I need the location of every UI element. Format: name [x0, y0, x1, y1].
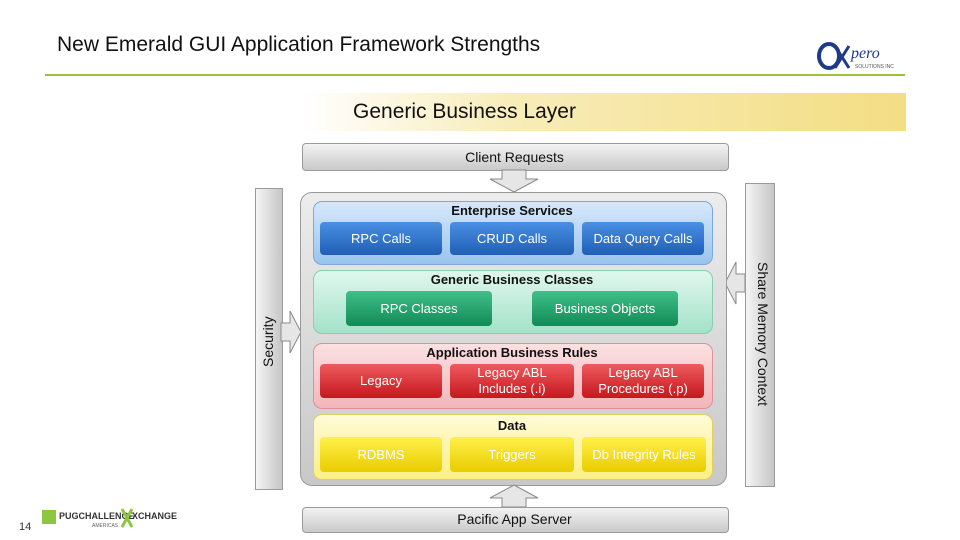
client-requests-bar [302, 143, 729, 171]
app-server-bar [302, 507, 729, 533]
security-label: Security [260, 316, 276, 367]
db-integrity-rules-box: Db Integrity Rules [582, 437, 706, 472]
share-memory-bar [745, 183, 775, 487]
crud-calls-box: CRUD Calls [450, 222, 574, 255]
svg-text:XCHANGE: XCHANGE [132, 511, 177, 521]
application-business-rules-title: Application Business Rules [426, 345, 598, 360]
rpc-classes-box: RPC Classes [346, 291, 492, 326]
legacy-abl-procedures-box: Legacy ABL Procedures (.p) [582, 364, 704, 398]
svg-text:SOLUTIONS INC: SOLUTIONS INC [855, 64, 894, 70]
data-query-calls-box: Data Query Calls [582, 222, 704, 255]
rpc-calls-box: RPC Calls [320, 222, 442, 255]
svg-text:PUGCHALLENGE: PUGCHALLENGE [59, 511, 135, 521]
page-number: 14 [19, 521, 32, 533]
slide-title: New Emerald GUI Application Framework St… [57, 33, 541, 56]
rdbms-box: RDBMS [320, 437, 442, 472]
pug-challenge-exchange-logo: PUGCHALLENGE XCHANGE AMERICAS [42, 508, 177, 529]
triggers-box: Triggers [450, 437, 574, 472]
svg-text:AMERICAS: AMERICAS [92, 523, 119, 529]
left-arrow-icon [724, 261, 746, 305]
generic-business-classes-title: Generic Business Classes [430, 272, 594, 287]
app-server-label: Pacific App Server [457, 511, 572, 527]
title-divider [45, 74, 905, 76]
client-requests-label: Client Requests [465, 149, 564, 165]
business-objects-box: Business Objects [532, 291, 678, 326]
right-arrow-icon [280, 310, 302, 354]
legacy-abl-includes-box: Legacy ABL Includes (.i) [450, 364, 574, 398]
svg-text:pero: pero [850, 45, 880, 62]
down-arrow-icon [489, 169, 539, 193]
legacy-box: Legacy [320, 364, 442, 398]
banner-title: Generic Business Layer [353, 100, 576, 123]
security-bar [255, 188, 283, 490]
enterprise-services-title: Enterprise Services [451, 203, 573, 218]
banner [300, 93, 906, 131]
share-memory-label: Share Memory Context [755, 262, 771, 406]
data-title: Data [497, 418, 527, 433]
expero-logo: pero SOLUTIONS INC [817, 42, 894, 70]
up-arrow-icon [489, 484, 539, 508]
